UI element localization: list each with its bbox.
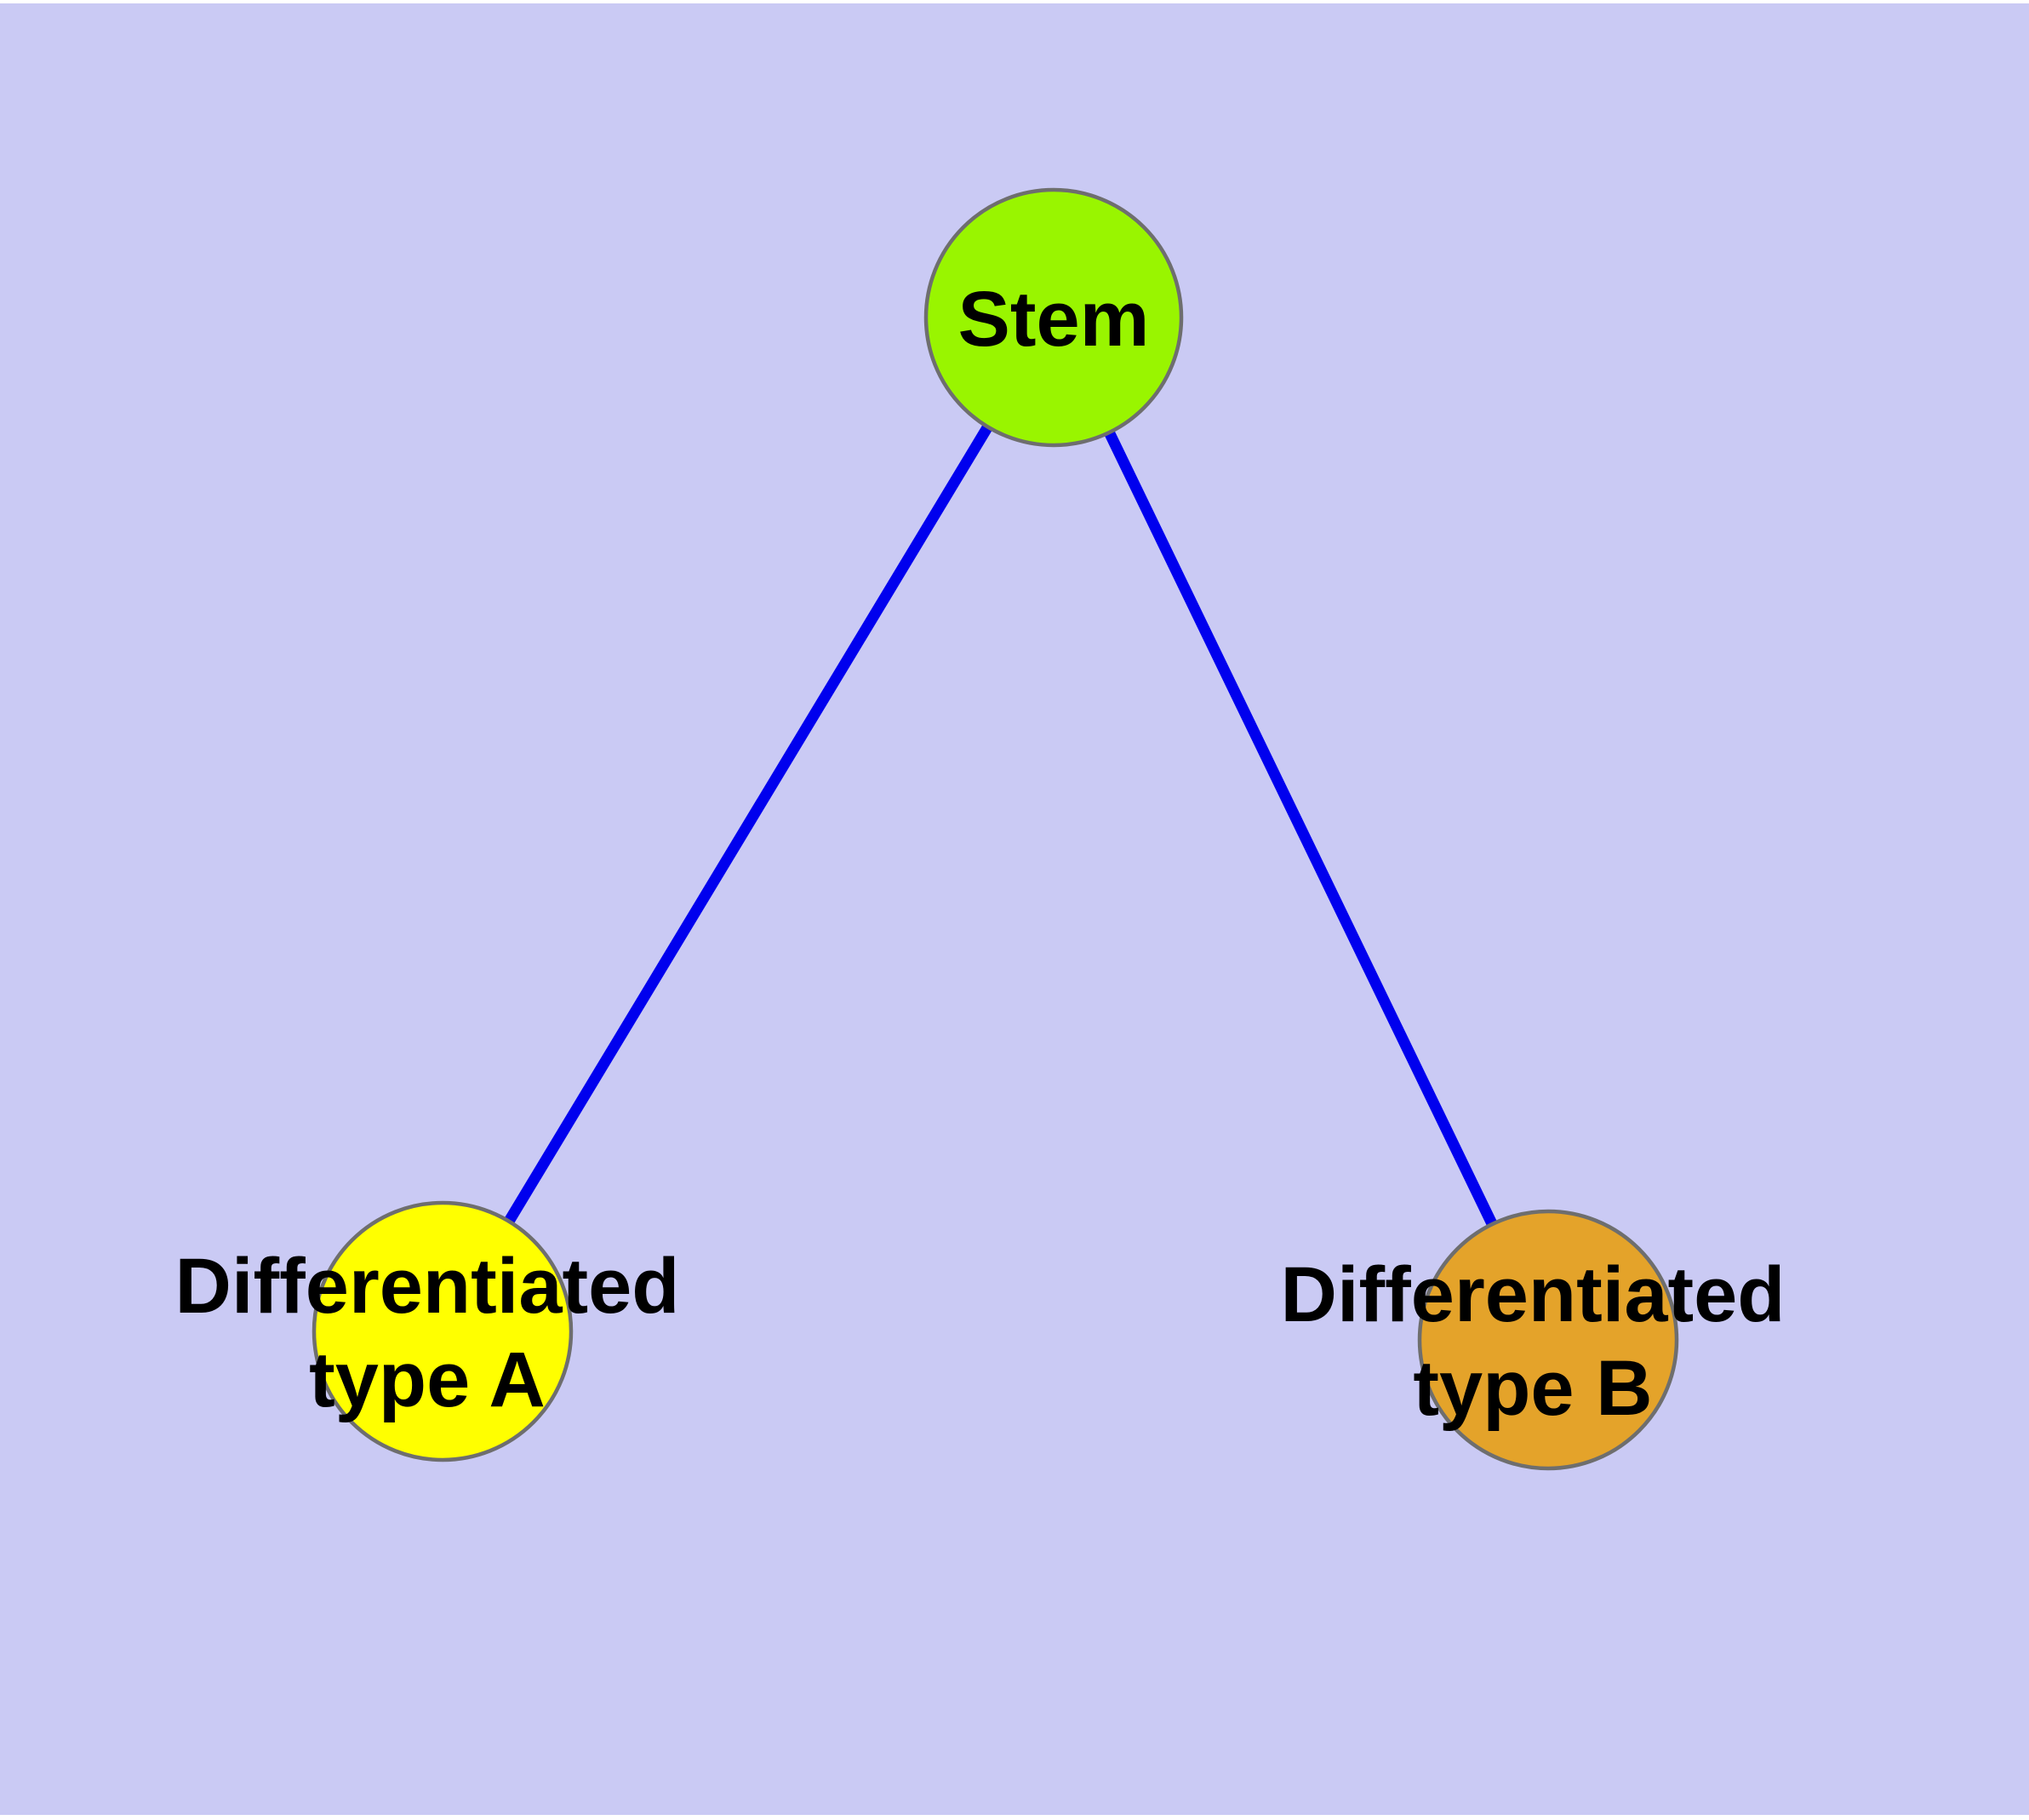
- edge-stem-to-type-b: [1049, 315, 1553, 1342]
- node-type-a-label-line2: type A: [309, 1336, 546, 1423]
- node-type-b-label-line2: type B: [1413, 1345, 1652, 1432]
- node-stem-label: Stem: [958, 276, 1150, 363]
- node-type-a-label-line1: Differentiated: [175, 1243, 680, 1330]
- node-type-b-label-line1: Differentiated: [1281, 1251, 1786, 1338]
- node-type-a-circle: [311, 1200, 574, 1462]
- node-type-b-circle: [1417, 1209, 1679, 1471]
- node-stem-circle: [923, 187, 1184, 448]
- edge-stem-to-type-a: [437, 314, 1059, 1335]
